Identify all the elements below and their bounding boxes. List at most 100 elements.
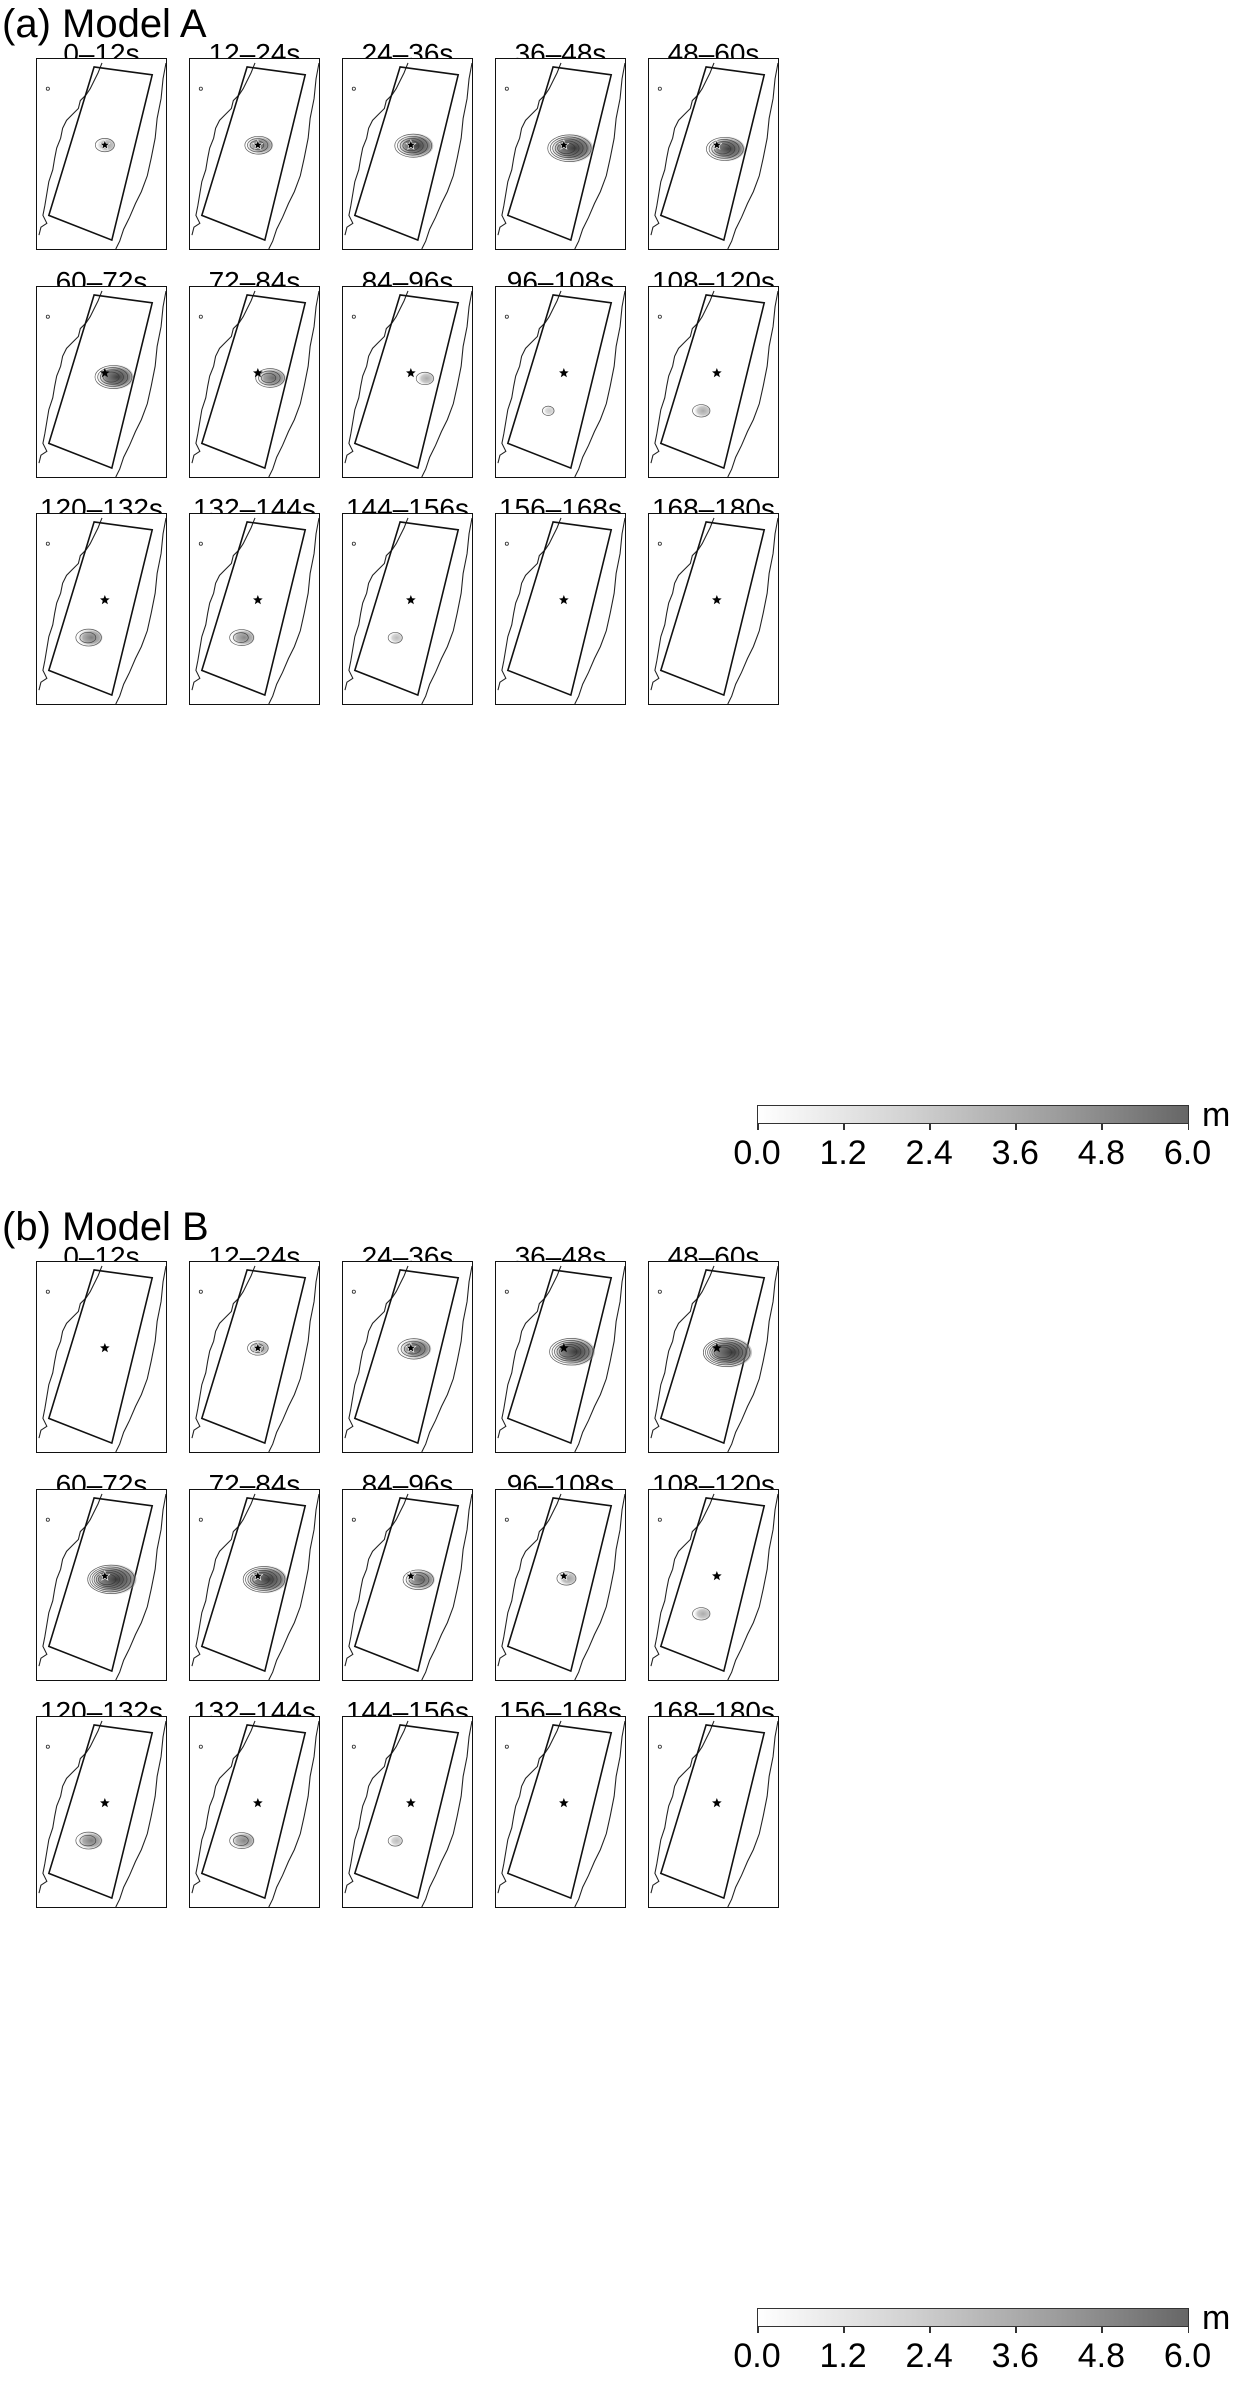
island	[45, 1744, 50, 1749]
hypocenter-star-icon	[712, 367, 722, 378]
colorbar-tick-label: 3.6	[991, 1134, 1039, 1172]
slip-map-panel	[495, 1261, 626, 1453]
coastline-east	[574, 290, 625, 477]
hypocenter-star-icon	[99, 1570, 111, 1581]
fault-outline	[659, 66, 766, 242]
colorbar-tick-label: 4.8	[1077, 1134, 1126, 1172]
hypocenter-star-icon	[99, 139, 111, 150]
slip-map-panel	[189, 1716, 320, 1908]
hypocenter-star-icon	[559, 594, 569, 605]
colorbar-tick	[1187, 2326, 1189, 2333]
hypocenter-star-icon	[711, 139, 723, 150]
fault-outline	[353, 66, 460, 242]
slip-map-panel	[648, 1489, 779, 1681]
coastline-east	[727, 1265, 778, 1452]
slip-map-panel	[36, 1489, 167, 1681]
coastline-west	[191, 290, 256, 464]
island	[504, 1744, 509, 1749]
colorbar-tick-label: 2.4	[905, 2337, 953, 2375]
coastline-east	[268, 62, 319, 249]
fault-outline	[200, 66, 307, 242]
slip-map-panel	[189, 286, 320, 478]
fault-outline	[200, 521, 307, 697]
island	[198, 314, 203, 319]
slip-patch	[254, 367, 286, 389]
fault-outline	[506, 1497, 613, 1673]
coastline-east	[115, 1720, 166, 1907]
hypocenter-star-icon	[100, 594, 110, 605]
coastline-east	[421, 1720, 472, 1907]
island	[45, 541, 50, 546]
slip-map-panel	[648, 1716, 779, 1908]
slip-map-panel	[648, 286, 779, 478]
coastline-west	[650, 517, 715, 691]
coastline-west	[497, 290, 562, 464]
slip-map-panel	[189, 58, 320, 250]
coastline-west	[650, 62, 715, 236]
island	[504, 86, 509, 91]
hypocenter-star-icon	[712, 1570, 722, 1581]
coastline-west	[650, 290, 715, 464]
coastline-west	[344, 1265, 409, 1439]
section-title: (b) Model B	[2, 1205, 209, 1249]
slip-patch	[401, 1568, 435, 1591]
island	[351, 541, 356, 546]
fault-outline	[353, 1269, 460, 1445]
island	[504, 314, 509, 319]
coastline-east	[574, 1265, 625, 1452]
fault-outline	[659, 1724, 766, 1900]
fault-outline	[47, 1497, 154, 1673]
colorbar-tick-label: 6.0	[1163, 1134, 1212, 1172]
slip-map-panel	[36, 286, 167, 478]
section-title: (a) Model A	[2, 2, 207, 46]
colorbar-tick	[1101, 2326, 1103, 2333]
colorbar-tick	[1015, 1123, 1017, 1130]
coastline-east	[727, 1493, 778, 1680]
coastline-west	[38, 1720, 103, 1894]
fault-outline	[47, 521, 154, 697]
fault-outline	[47, 66, 154, 242]
colorbar-tick-label: 3.6	[991, 2337, 1039, 2375]
coastline-west	[497, 1493, 562, 1667]
coastline-east	[421, 1265, 472, 1452]
colorbar-unit: m	[1202, 2299, 1231, 2337]
coastline-east	[574, 62, 625, 249]
slip-map-panel	[189, 1489, 320, 1681]
slip-map-panel	[495, 1716, 626, 1908]
colorbar-tick	[929, 1123, 931, 1130]
island	[657, 314, 662, 319]
colorbar-tick-label: 4.8	[1077, 2337, 1126, 2375]
fault-outline	[200, 294, 307, 470]
coastline-west	[344, 517, 409, 691]
coastline-west	[497, 62, 562, 236]
coastline-east	[421, 517, 472, 704]
coastline-west	[497, 517, 562, 691]
slip-patch	[704, 136, 745, 162]
coastline-east	[574, 1493, 625, 1680]
slip-patch	[691, 1606, 711, 1621]
colorbar	[757, 2308, 1189, 2327]
island	[198, 1744, 203, 1749]
slip-patch	[85, 1563, 137, 1596]
coastline-west	[344, 1720, 409, 1894]
island	[504, 541, 509, 546]
slip-map-panel	[648, 513, 779, 705]
colorbar-tick	[929, 2326, 931, 2333]
slip-patch	[241, 1565, 287, 1594]
slip-map-panel	[342, 513, 473, 705]
island	[198, 1517, 203, 1522]
coastline-west	[497, 1265, 562, 1439]
fault-outline	[506, 1724, 613, 1900]
hypocenter-star-icon	[252, 1342, 264, 1353]
slip-map-panel	[495, 1489, 626, 1681]
coastline-east	[574, 1720, 625, 1907]
colorbar-tick	[757, 1123, 759, 1130]
fault-outline	[506, 294, 613, 470]
fault-outline	[47, 1724, 154, 1900]
colorbar-tick	[843, 1123, 845, 1130]
hypocenter-star-icon	[559, 1342, 569, 1353]
slip-patch	[541, 405, 555, 417]
colorbar-tick-label: 2.4	[905, 1134, 953, 1172]
hypocenter-star-icon	[558, 1570, 570, 1581]
fault-outline	[659, 1497, 766, 1673]
